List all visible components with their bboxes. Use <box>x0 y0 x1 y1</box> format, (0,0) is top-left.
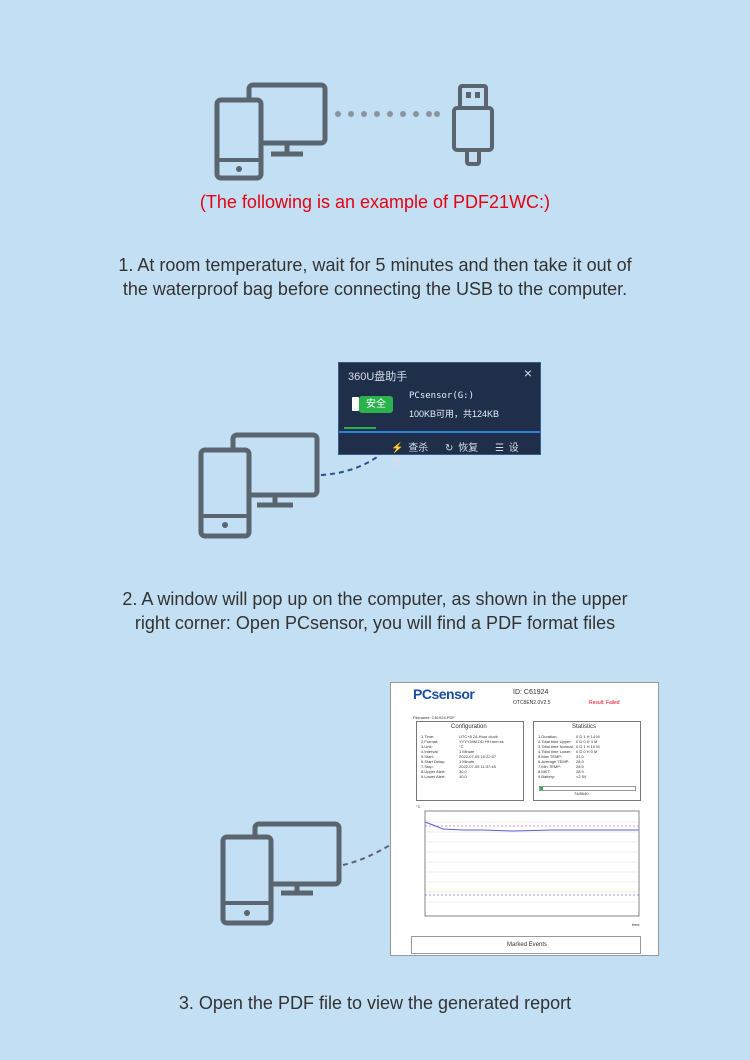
config-row-label: 7.Stop: <box>421 764 434 769</box>
stats-row-value: 28.9 <box>576 759 584 764</box>
drive-capacity: 100KB可用，共124KB <box>409 409 500 419</box>
stats-row-label: 5.Max TEMP: <box>538 754 563 759</box>
stats-row-value: 0 D 0 H 4 M <box>576 739 598 744</box>
stats-row-label: 4.Total time Lower: <box>538 749 572 754</box>
config-row-value: 1 Minute <box>459 759 475 764</box>
popup-title: 360U盘助手 <box>348 371 408 383</box>
dashed-link-line <box>320 454 381 476</box>
config-row-value: 30.0 <box>459 769 467 774</box>
marked-events-box: Marked Events <box>411 936 641 954</box>
restore-button[interactable]: ↻ 恢复 <box>445 443 479 454</box>
config-row-value: 10.0 <box>459 774 467 779</box>
drive-name[interactable]: PCsensor(G:) <box>409 391 475 401</box>
statistics-box: Statistics 1.Duration: 0 D 1 H 14 M 2.Tota… <box>533 721 641 801</box>
config-row-label: 4.Interval: <box>421 749 439 754</box>
usb-stick-icon <box>452 84 494 166</box>
step1-line1: 1. At room temperature, wait for 5 minut… <box>118 255 632 275</box>
usb-drive-icon <box>352 397 359 411</box>
time-axis-label: time <box>632 922 640 927</box>
settings-button[interactable]: ☰ 设置 <box>391 443 519 469</box>
step3-line1: 3. Open the PDF file to view the generat… <box>178 993 572 1013</box>
config-row-label: 3.Unit: <box>421 744 433 749</box>
popup-actions: ⚡ 查杀 ↻ 恢复 ☰ 设置 <box>391 439 540 469</box>
stats-row-value: 0 D 1 H 14 M <box>576 734 600 739</box>
config-row-label: 9.Lower Alert: <box>421 774 446 779</box>
stats-row-label: 8.MKT: <box>538 769 551 774</box>
configuration-box: Configuration 1.Time: UTC+8 24-Hour clock… <box>416 721 524 801</box>
stats-row-value: 31.0 <box>576 754 584 759</box>
stats-row-label: 3.Total time Normal: <box>538 744 574 749</box>
config-row-value: UTC+8 24-Hour clock <box>459 734 498 739</box>
pcsensor-logo: PCsensor <box>413 686 475 702</box>
step2-line1: 2. A window will pop up on the computer,… <box>122 589 628 609</box>
config-row-label: 8.Upper Alert: <box>421 769 446 774</box>
scan-button[interactable]: ⚡ 查杀 <box>391 443 429 454</box>
example-note: (The following is an example of PDF21WC:… <box>199 192 551 212</box>
usage-bar <box>344 427 376 429</box>
phone-icon <box>214 97 264 181</box>
step1-line2: the waterproof bag before connecting the… <box>122 279 628 299</box>
device-id: ID: C61924 <box>513 689 549 696</box>
config-row-value: 2022-07-05 11:37:45 <box>459 764 496 769</box>
pdf-filename: Filename: C61924.PDF <box>413 715 455 720</box>
divider <box>339 431 540 433</box>
stats-row-label: 1.Duration: <box>538 734 558 739</box>
result-status: Result: Failed <box>589 700 620 706</box>
pdf-report-preview[interactable]: PCsensor ID: C61924 OTC8EN2.0V2.5 Result… <box>390 682 659 956</box>
devices-usb-illustration <box>214 82 494 181</box>
stats-row-value: 28.9 <box>576 769 584 774</box>
close-icon[interactable]: × <box>523 365 532 381</box>
dashed-link-line <box>342 844 391 866</box>
config-row-label: 1.Time: <box>421 734 435 739</box>
stats-row-label: 9.Battery: <box>538 774 556 779</box>
phone-icon <box>220 834 274 926</box>
marked-events-title: Marked Events <box>507 942 548 948</box>
device-model: OTC8EN2.0V2.5 <box>513 700 551 706</box>
devices-popup-illustration <box>198 432 381 539</box>
stats-row-label: 6.Average TEMP: <box>538 759 570 764</box>
config-row-label: 5.Start: <box>421 754 434 759</box>
chart-unit: °C <box>416 804 421 809</box>
config-row-value: °C <box>459 744 464 749</box>
stats-row-value: 0 D 1 H 10 M <box>576 744 600 749</box>
config-row-label: 2.Format: <box>421 739 439 744</box>
config-row-value: 2022-07-05 10:22:07 <box>459 754 497 759</box>
stats-row-value: 28.5 <box>576 764 584 769</box>
stats-bar-label: 74/8640 <box>574 791 589 796</box>
config-row-value: YYYY.MM.DD HH:mm:ss <box>459 739 504 744</box>
stats-progress <box>539 786 636 791</box>
connection-dots <box>335 111 440 117</box>
config-title: Configuration <box>451 724 487 730</box>
usb-helper-popup: 360U盘助手 × 安全 PCsensor(G:) 100KB可用，共124KB… <box>338 362 541 469</box>
temperature-chart <box>424 810 640 917</box>
stats-row-value: 0 D 0 H 0 M <box>576 749 598 754</box>
stats-title: Statistics <box>572 724 597 730</box>
config-row-label: 6.Start Delay: <box>421 759 446 764</box>
stats-row-label: 7.Min TEMP: <box>538 764 562 769</box>
step2-line2: right corner: Open PCsensor, you will fi… <box>134 613 616 633</box>
safe-badge: 安全 <box>359 396 393 413</box>
config-row-value: 1 Minute <box>459 749 475 754</box>
phone-icon <box>198 447 252 539</box>
stats-row-label: 2.Total time Upper: <box>538 739 572 744</box>
devices-pdf-illustration <box>220 821 391 926</box>
stats-row-value: <2.5V <box>576 774 587 779</box>
